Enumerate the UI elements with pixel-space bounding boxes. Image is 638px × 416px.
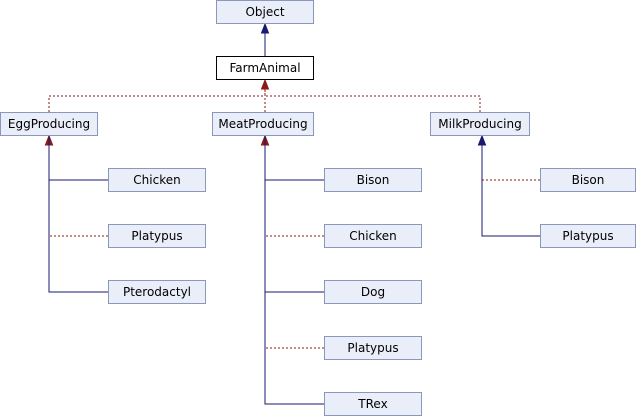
node-meat-chicken[interactable]: Chicken — [324, 224, 422, 248]
node-meat-producing[interactable]: MeatProducing — [212, 112, 314, 136]
arrowhead-milk-producing-solid — [477, 134, 487, 146]
node-object[interactable]: Object — [216, 0, 314, 24]
edge-meat-trex-to-meat-producing — [264, 136, 324, 405]
node-egg-producing[interactable]: EggProducing — [0, 112, 98, 136]
edge-meat-chicken-to-meat-producing — [264, 136, 324, 237]
edge-milk-platypus-to-milk-producing — [481, 136, 540, 237]
edge-milk-bison-to-milk-producing — [481, 136, 540, 181]
node-milk-platypus[interactable]: Platypus — [540, 224, 636, 248]
node-meat-platypus[interactable]: Platypus — [324, 336, 422, 360]
arrowhead-object-solid — [260, 22, 270, 34]
node-egg-pterodactyl[interactable]: Pterodactyl — [108, 280, 206, 304]
edge-meat-bison-to-meat-producing — [264, 136, 324, 181]
node-meat-trex[interactable]: TRex — [324, 392, 422, 416]
node-egg-platypus[interactable]: Platypus — [108, 224, 206, 248]
edge-milk-producing-to-farm-animal — [264, 80, 481, 112]
node-egg-chicken[interactable]: Chicken — [108, 168, 206, 192]
edge-egg-producing-to-farm-animal — [48, 80, 266, 112]
node-milk-bison[interactable]: Bison — [540, 168, 636, 192]
edge-meat-platypus-to-meat-producing — [264, 136, 324, 349]
node-meat-dog[interactable]: Dog — [324, 280, 422, 304]
node-farm-animal[interactable]: FarmAnimal — [216, 56, 314, 80]
edge-egg-platypus-to-egg-producing — [48, 136, 108, 237]
edge-egg-chicken-to-egg-producing — [48, 136, 108, 181]
edge-meat-dog-to-meat-producing — [264, 136, 324, 293]
node-milk-producing[interactable]: MilkProducing — [430, 112, 530, 136]
edge-egg-pterodactyl-to-egg-producing — [48, 136, 108, 293]
node-meat-bison[interactable]: Bison — [324, 168, 422, 192]
